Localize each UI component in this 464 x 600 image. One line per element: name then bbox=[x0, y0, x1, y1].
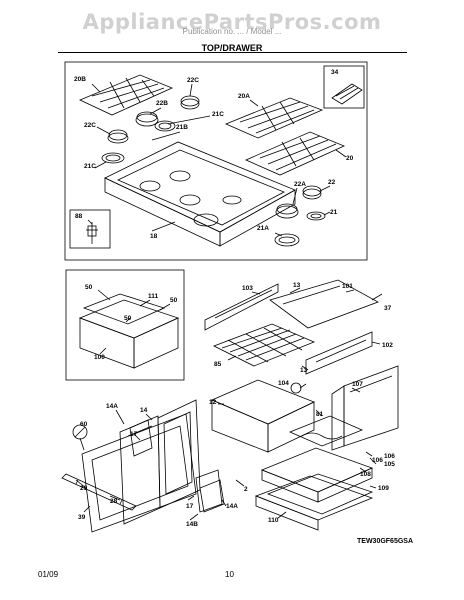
callout-111: 111 bbox=[148, 293, 159, 300]
cooktop-18 bbox=[104, 141, 296, 247]
callout-12: 12 bbox=[209, 399, 217, 406]
callout-20a: 20A bbox=[238, 93, 250, 100]
title-rule bbox=[58, 52, 407, 53]
callout-50: 50 bbox=[85, 284, 93, 291]
callout-14a: 14A bbox=[106, 403, 118, 410]
model-code-label: TEW30GF65GSA bbox=[357, 538, 414, 545]
callout-22c-2: 22C bbox=[84, 122, 96, 129]
drawer-panel-110 bbox=[254, 475, 374, 531]
callout-22b: 22B bbox=[156, 100, 168, 107]
callout-21a: 21A bbox=[257, 225, 269, 232]
callout-101: 101 bbox=[342, 283, 353, 290]
callout-102: 102 bbox=[382, 342, 393, 349]
grate-20a bbox=[224, 97, 324, 139]
callout-21c-2: 21C bbox=[84, 163, 96, 170]
callout-20b: 20B bbox=[74, 76, 86, 83]
handle-39 bbox=[61, 473, 137, 511]
callout-60: 60 bbox=[80, 421, 88, 428]
side-panel-103 bbox=[204, 283, 279, 331]
callout-2: 2 bbox=[244, 486, 248, 493]
callout-17: 17 bbox=[130, 431, 138, 438]
door-outer-2 bbox=[81, 413, 197, 533]
callout-18: 18 bbox=[150, 233, 158, 240]
callout-13: 13 bbox=[293, 282, 301, 289]
insulation-14a bbox=[129, 419, 225, 513]
drawer-pan-109 bbox=[266, 473, 374, 515]
footer-page-number: 10 bbox=[225, 570, 234, 579]
callout-88: 88 bbox=[75, 213, 83, 220]
grate-20b bbox=[79, 74, 174, 116]
callout-106-2: 106 bbox=[384, 453, 395, 460]
callout-109: 109 bbox=[378, 485, 389, 492]
igniter-88 bbox=[86, 222, 98, 244]
rear-panel-107 bbox=[331, 365, 399, 451]
door-frame-14 bbox=[157, 399, 201, 509]
broil-pan-108 bbox=[260, 447, 374, 503]
callout-85: 85 bbox=[214, 361, 222, 368]
oven-rack-85 bbox=[213, 323, 316, 367]
callout-13-2: 13 bbox=[300, 367, 308, 374]
middle-left-frame bbox=[65, 269, 185, 381]
callout-22c: 22C bbox=[187, 77, 199, 84]
drawer-front-14b bbox=[195, 469, 223, 513]
callout-14b: 14B bbox=[186, 521, 198, 528]
publication-subheader: Publication no. ... / Model ... bbox=[182, 27, 282, 36]
door-glass-17 bbox=[119, 415, 161, 525]
side-panel-102 bbox=[305, 331, 373, 375]
grate-20 bbox=[245, 131, 346, 176]
callout-14a-2: 14A bbox=[226, 503, 238, 510]
bake-element-81 bbox=[288, 415, 364, 447]
callout-81: 81 bbox=[316, 411, 324, 418]
callout-labels: 20B 22C 22B 21C 22C 21B 21C 20A 34 20 22… bbox=[74, 69, 395, 528]
watermark: AppliancePartsPros.com bbox=[82, 10, 382, 34]
knob-104 bbox=[290, 382, 302, 394]
page-title: TOP/DRAWER bbox=[201, 43, 263, 53]
callout-34: 34 bbox=[331, 69, 339, 76]
callout-22a: 22A bbox=[294, 181, 306, 188]
griddle-34 bbox=[331, 83, 363, 105]
callout-108: 108 bbox=[360, 471, 371, 478]
callout-107: 107 bbox=[352, 381, 363, 388]
callout-21: 21 bbox=[330, 209, 338, 216]
callout-106: 106 bbox=[372, 457, 383, 464]
callout-105: 105 bbox=[384, 461, 395, 468]
callout-14: 14 bbox=[140, 407, 148, 414]
callout-104: 104 bbox=[278, 380, 289, 387]
callout-50-2: 50 bbox=[170, 297, 178, 304]
callout-21c: 21C bbox=[212, 111, 224, 118]
callout-50-3: 50 bbox=[124, 315, 132, 322]
callout-110: 110 bbox=[268, 517, 279, 524]
callout-103: 103 bbox=[242, 285, 253, 292]
oven-liner-12 bbox=[210, 379, 316, 453]
callout-20: 20 bbox=[346, 155, 354, 162]
callout-37: 37 bbox=[384, 305, 392, 312]
callout-29: 29 bbox=[80, 485, 88, 492]
footer-date: 01/09 bbox=[38, 570, 59, 579]
callout-39: 39 bbox=[78, 514, 86, 521]
callout-22: 22 bbox=[328, 179, 336, 186]
top-section-frame bbox=[64, 61, 368, 261]
callout-100: 100 bbox=[94, 354, 105, 361]
oven-top-101 bbox=[269, 279, 379, 329]
callout-17-2: 17 bbox=[186, 503, 194, 510]
callout-21b: 21B bbox=[176, 124, 188, 131]
callout-28: 28 bbox=[110, 498, 118, 505]
